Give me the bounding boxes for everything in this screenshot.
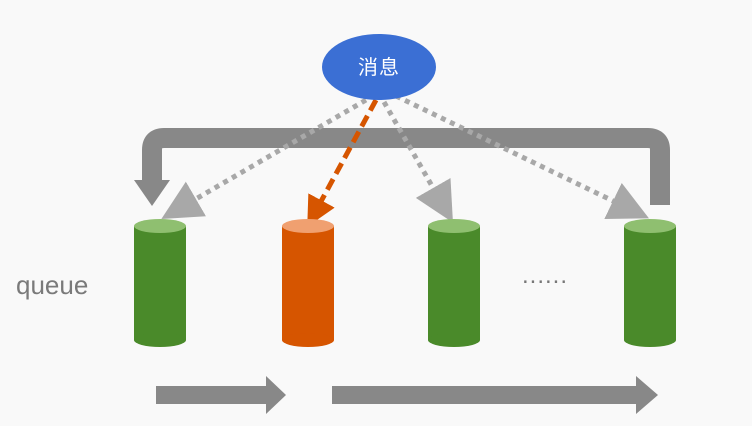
message-label: 消息 [358,55,400,79]
queue-cylinder-3 [428,219,480,347]
ellipsis-indicator: ...... [522,262,569,289]
dotted-arrow-q1 [161,97,368,220]
dotted-arrow-q4 [394,93,650,219]
direction-arrow-long [332,376,658,414]
message-bubble [322,34,436,100]
queue-label: queue [16,270,89,300]
dotted-arrow-q3 [381,100,453,223]
loopback-arrow-head [134,180,170,206]
direction-arrow-short [156,376,286,414]
queue-cylinder-1 [134,219,186,347]
queue-cylinder-4 [624,219,676,347]
loopback-arrow [142,128,670,205]
queue-cylinder-2-selected [282,219,334,347]
dashed-arrow-selected [307,98,379,227]
